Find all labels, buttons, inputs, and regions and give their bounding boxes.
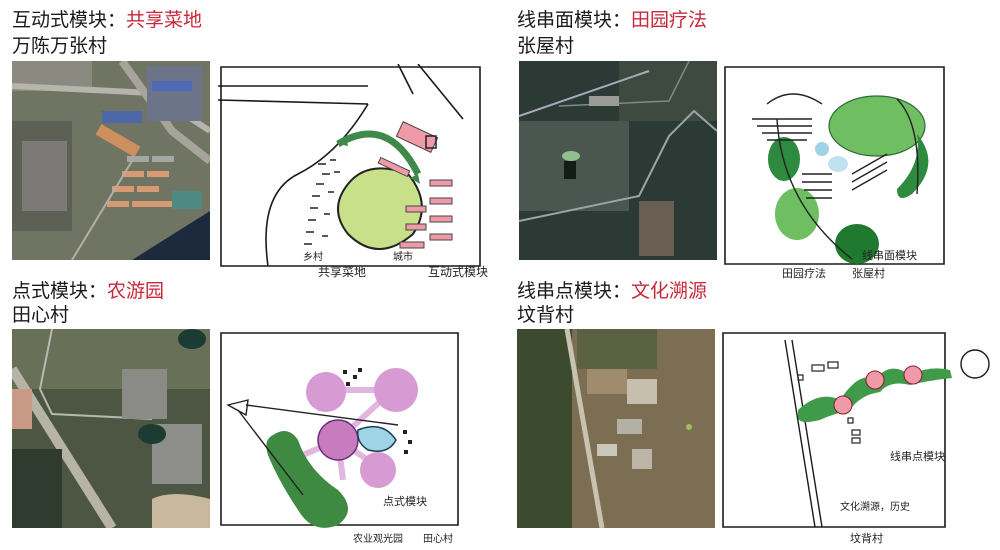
svg-text:城市: 城市 <box>393 250 413 263</box>
panel-title: 互动式模块：共享菜地 <box>12 8 202 32</box>
sketch-illustration: 城市 乡村 共享菜地 互动式模块 <box>218 64 488 279</box>
module-label: 线串点模块： <box>517 280 632 302</box>
satellite-map-illustration <box>12 61 210 260</box>
village-name: 张屋村 <box>517 35 575 57</box>
svg-text:农业观光园: 农业观光园 <box>353 532 403 545</box>
theme-label: 农游园 <box>107 280 165 302</box>
panel-title: 线串面模块：田园疗法 <box>517 8 707 32</box>
svg-text:线串点模块: 线串点模块 <box>890 449 945 463</box>
svg-text:互动式模块: 互动式模块 <box>428 265 488 279</box>
satellite-map-illustration <box>12 329 210 528</box>
concept-sketch: 点式模块 农业观光园 田心村 <box>218 330 498 546</box>
village-name: 田心村 <box>12 304 70 326</box>
satellite-image <box>517 329 715 528</box>
concept-sketch: 线串点模块 文化溯源，历史 坟背村 <box>720 330 1000 546</box>
svg-text:乡村: 乡村 <box>303 250 323 263</box>
module-label: 点式模块： <box>12 280 108 302</box>
module-label: 互动式模块： <box>12 9 127 31</box>
theme-label: 田园疗法 <box>631 9 708 31</box>
satellite-map-illustration <box>519 61 717 260</box>
svg-text:坟背村: 坟背村 <box>850 531 883 545</box>
svg-text:共享菜地: 共享菜地 <box>318 264 366 279</box>
satellite-map-illustration <box>517 329 715 528</box>
village-name: 坟背村 <box>517 304 575 326</box>
satellite-image <box>12 61 210 260</box>
module-label: 线串面模块： <box>517 9 632 31</box>
svg-text:线串面模块: 线串面模块 <box>862 248 917 262</box>
concept-sketch: 城市 乡村 共享菜地 互动式模块 <box>218 64 498 280</box>
panel-title: 线串点模块：文化溯源 <box>517 279 707 303</box>
theme-label: 共享菜地 <box>126 9 203 31</box>
svg-text:文化溯源，历史: 文化溯源，历史 <box>840 500 910 513</box>
village-name: 万陈万张村 <box>12 35 108 57</box>
panel-title: 点式模块：农游园 <box>12 279 164 303</box>
sketch-illustration: 线串点模块 文化溯源，历史 坟背村 <box>722 332 990 545</box>
sketch-illustration: 点式模块 农业观光园 田心村 <box>220 332 459 545</box>
svg-text:点式模块: 点式模块 <box>383 495 427 508</box>
svg-text:田心村: 田心村 <box>423 532 453 545</box>
satellite-image <box>519 61 717 260</box>
concept-sketch: 线串面模块 田园疗法 张屋村 <box>722 64 1000 280</box>
satellite-image <box>12 329 210 528</box>
sketch-illustration: 线串面模块 田园疗法 张屋村 <box>724 66 945 280</box>
svg-text:张屋村: 张屋村 <box>852 266 885 280</box>
theme-label: 文化溯源 <box>631 280 708 302</box>
svg-text:田园疗法: 田园疗法 <box>782 266 826 280</box>
